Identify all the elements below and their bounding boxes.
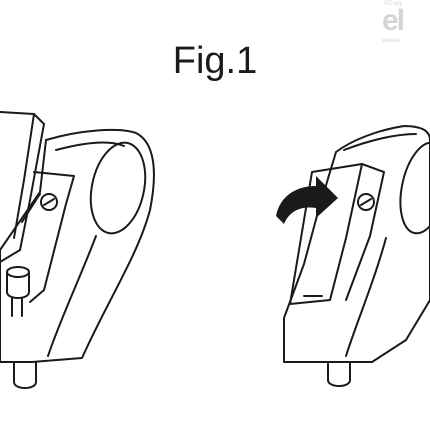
left-cylinder-body bbox=[6, 271, 30, 299]
figure-title: Fig.1 bbox=[172, 40, 258, 82]
right-housing-facet bbox=[345, 237, 387, 357]
left-screw-slot bbox=[43, 198, 55, 206]
right-screw-slot bbox=[360, 198, 372, 206]
device-lid-closing bbox=[283, 125, 430, 387]
watermark-logo: ©Copy el www.a bbox=[378, 0, 430, 48]
right-foot bbox=[327, 361, 351, 387]
left-cylinder-stem bbox=[11, 297, 23, 317]
right-lid-frame bbox=[345, 163, 385, 301]
left-round-end bbox=[89, 141, 147, 235]
left-housing-facet bbox=[47, 235, 97, 357]
left-open-lid bbox=[0, 111, 45, 263]
left-cylinder-top bbox=[6, 266, 30, 278]
device-lid-open bbox=[0, 111, 155, 389]
left-lid-edge bbox=[13, 113, 35, 239]
watermark-brand: el bbox=[382, 4, 405, 37]
left-housing-outline bbox=[0, 128, 155, 363]
watermark-url: www.a bbox=[382, 38, 400, 44]
right-round-end bbox=[399, 141, 430, 235]
left-foot bbox=[13, 361, 37, 389]
watermark-copyright: ©Copy bbox=[384, 1, 403, 7]
right-screw-head bbox=[357, 193, 375, 211]
right-housing-rim bbox=[343, 133, 417, 151]
left-housing-rim bbox=[55, 141, 125, 151]
right-closing-lid bbox=[289, 163, 363, 305]
left-cavity-frame bbox=[29, 171, 75, 303]
curved-arrow-icon bbox=[276, 176, 338, 224]
left-screw-head bbox=[40, 193, 58, 211]
